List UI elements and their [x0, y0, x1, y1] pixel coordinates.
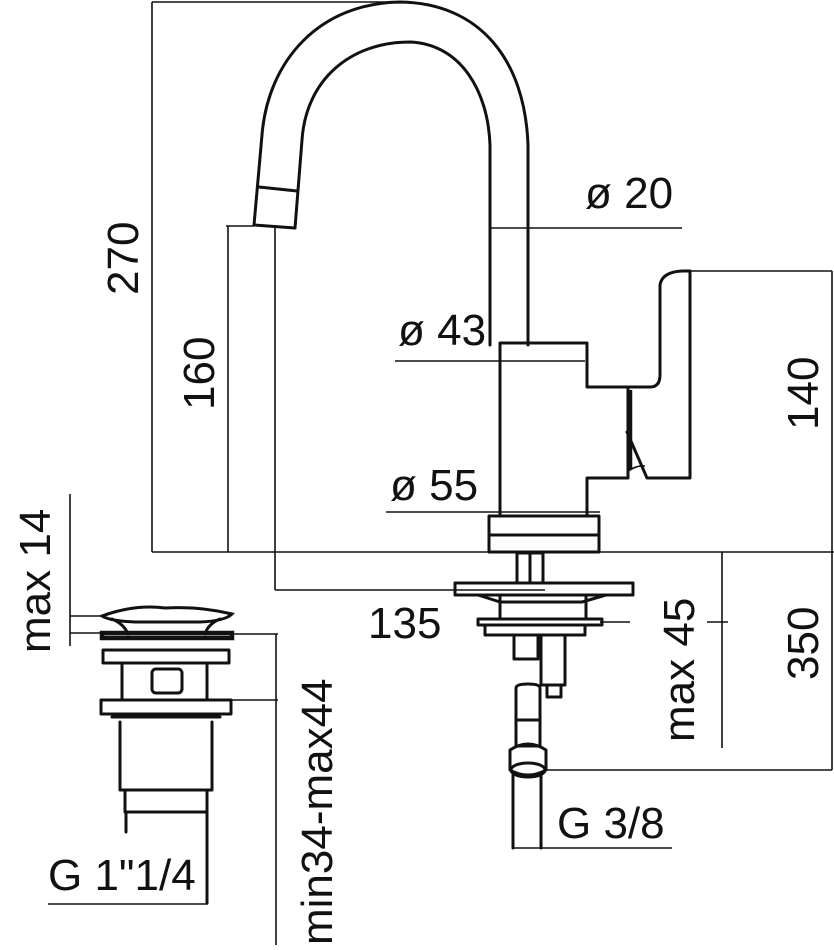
label-flex-hose-length: 350: [779, 607, 828, 680]
dim-overall-height: 270: [99, 1, 395, 552]
lever-handle: [625, 269, 692, 480]
fixing-assembly: [453, 551, 635, 699]
label-waste-basin-range: min34-max44: [293, 678, 342, 945]
mixer-body: [487, 341, 630, 554]
label-body-top-diameter: ø 43: [398, 306, 486, 355]
dim-body-top-diameter: ø 43: [395, 306, 585, 362]
dim-spout-diameter: ø 20: [490, 169, 682, 229]
label-hose-connection: G 3/8: [557, 799, 665, 848]
spout: [252, 0, 530, 347]
label-waste-cap-lift: max 14: [11, 509, 60, 653]
dim-spout-reach: 135: [275, 589, 545, 648]
dim-flex-hose-length: 350: [546, 552, 833, 771]
dim-waste-cap-lift: max 14: [11, 494, 102, 653]
label-spout-outlet-height: 160: [175, 337, 224, 410]
label-base-diameter: ø 55: [390, 461, 478, 510]
dim-max-deck-thickness: max 45: [655, 552, 728, 748]
dim-waste-thread: G 1"1/4: [48, 851, 208, 905]
dim-lever-height: 140: [690, 270, 833, 552]
dim-waste-basin-range: min34-max44: [232, 633, 342, 945]
dim-spout-outlet-height: 160: [175, 225, 276, 590]
label-overall-height: 270: [99, 222, 148, 295]
label-spout-reach: 135: [368, 599, 441, 648]
label-max-deck-thickness: max 45: [655, 598, 704, 742]
dim-base-diameter: ø 55: [386, 461, 600, 513]
pop-up-waste: [98, 605, 235, 905]
label-spout-diameter: ø 20: [585, 169, 673, 218]
label-lever-height: 140: [779, 357, 828, 430]
label-waste-thread: G 1"1/4: [48, 851, 196, 900]
dim-hose-connection: G 3/8: [513, 799, 672, 849]
flex-hose: [508, 682, 548, 850]
